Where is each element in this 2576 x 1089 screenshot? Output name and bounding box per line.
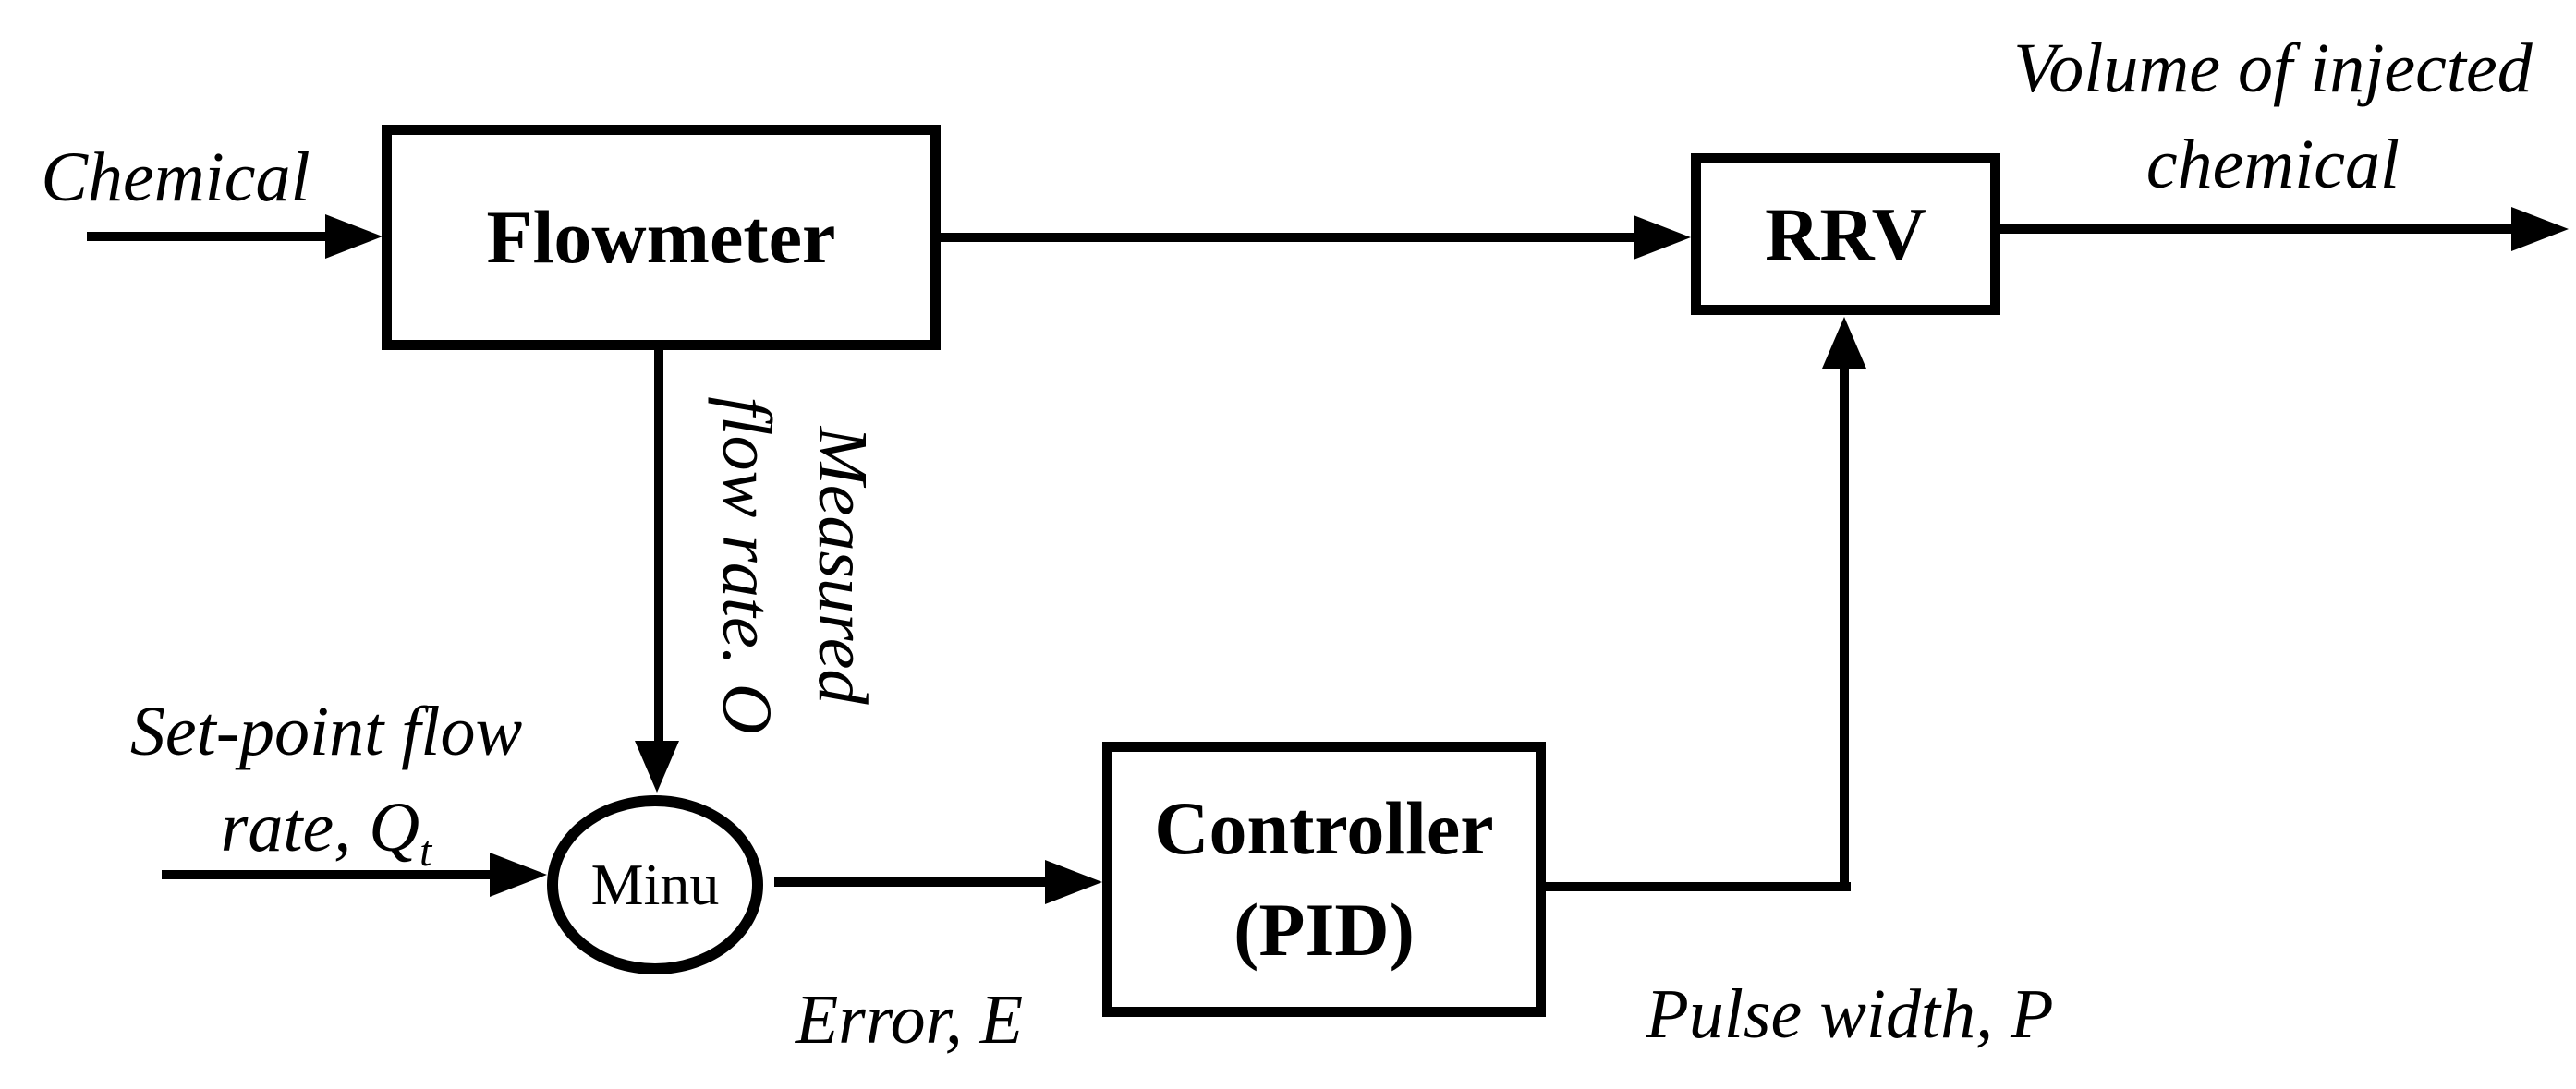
- arrow-shaft: [654, 350, 663, 743]
- arrow-shaft-horizontal: [1546, 882, 1851, 891]
- arrowhead-right-icon: [1045, 860, 1102, 904]
- arrow-shaft: [941, 233, 1635, 242]
- measured-flow-label: Measured flow rate. O: [699, 348, 891, 782]
- pulse-width-label: Pulse width, P: [1646, 975, 2054, 1053]
- volume-output-label: Volume of injected chemical: [1977, 20, 2569, 212]
- chemical-input-label: Chemical: [41, 139, 310, 216]
- arrow-shaft: [162, 870, 492, 879]
- summing-junction-label: Minu: [590, 852, 720, 917]
- controller-label-line2: (PID): [1233, 888, 1415, 972]
- flowmeter-box: Flowmeter: [382, 125, 941, 350]
- controller-box: Controller (PID): [1102, 742, 1546, 1017]
- measured-flow-label-line2: flow rate. O: [708, 396, 785, 734]
- measured-flow-label-line1: Measured: [804, 426, 881, 705]
- setpoint-label: Set-point flow rate, Qt: [49, 684, 603, 876]
- volume-output-label-line2: chemical: [2145, 126, 2400, 203]
- volume-output-label-line1: Volume of injected: [2013, 30, 2533, 107]
- arrow-shaft: [774, 877, 1047, 887]
- arrow-shaft-vertical: [1840, 368, 1849, 889]
- setpoint-label-line1: Set-point flow: [129, 693, 523, 770]
- arrowhead-down-icon: [635, 741, 679, 793]
- rrv-label: RRV: [1765, 191, 1926, 276]
- setpoint-label-line2-sub: t: [419, 828, 432, 877]
- arrowhead-right-icon: [2511, 207, 2569, 251]
- arrow-shaft: [2000, 224, 2513, 234]
- arrowhead-right-icon: [490, 853, 547, 897]
- setpoint-label-line2: rate, Qt: [49, 780, 603, 876]
- rrv-box: RRV: [1691, 153, 2000, 315]
- error-signal-label: Error, E: [795, 981, 1024, 1059]
- arrowhead-right-icon: [325, 214, 383, 259]
- flowmeter-label: Flowmeter: [486, 195, 836, 279]
- setpoint-label-line2-main: rate, Q: [220, 789, 420, 866]
- arrowhead-right-icon: [1634, 215, 1691, 260]
- arrow-shaft: [87, 232, 327, 241]
- controller-label-line1: Controller: [1154, 786, 1494, 870]
- arrowhead-up-icon: [1822, 317, 1866, 369]
- summing-junction-circle: Minu: [547, 795, 763, 974]
